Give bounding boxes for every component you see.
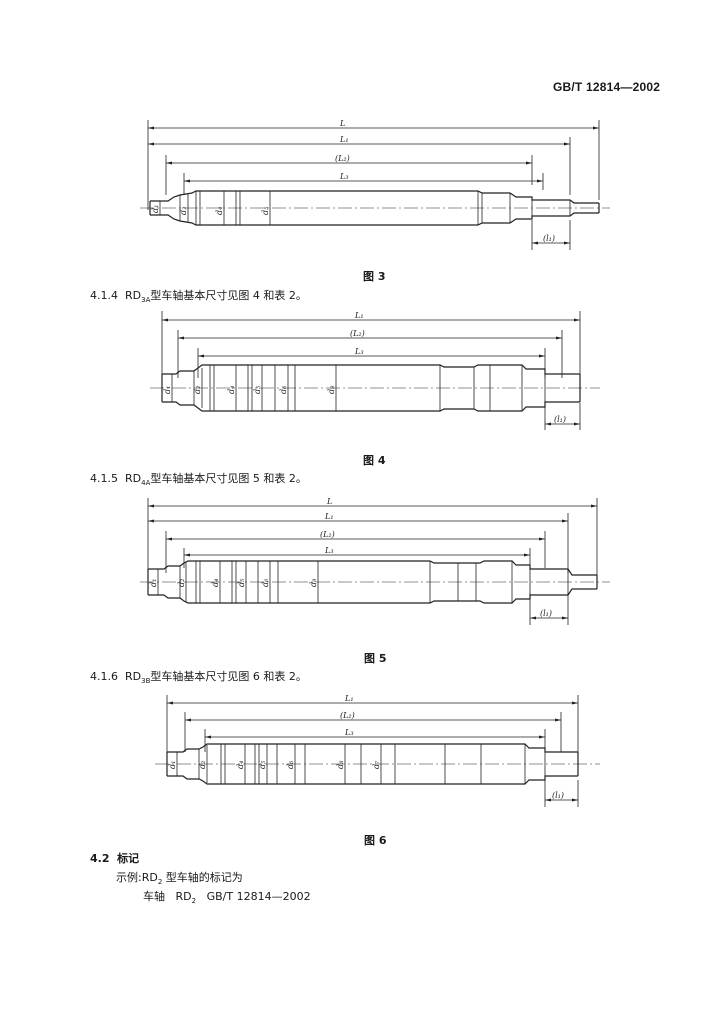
marking-example: 示例:RD2 型车轴的标记为: [116, 869, 243, 886]
fig4-d5: d₅: [253, 385, 262, 394]
section-number: 4.1.5: [90, 472, 118, 485]
fig3-dim-L: L: [339, 119, 345, 128]
figure-5-caption: 图 5: [364, 652, 387, 665]
fig6-dim-L1: L₁: [344, 694, 354, 703]
fig6-d6: d₆: [286, 760, 295, 769]
axle-type: RD: [125, 670, 142, 683]
figure-3-drawing: L L₁ (L₂) L₃ (l₁) d₁ d₃ d₄ d₅: [140, 119, 610, 250]
section-number: 4.1.6: [90, 670, 118, 683]
axle-type: RD: [125, 289, 142, 302]
fig6-d5: d₅: [258, 760, 267, 769]
fig4-d8: d₈: [327, 385, 336, 394]
section-text: 型车轴基本尺寸见图 6 和表 2。: [150, 670, 307, 683]
fig4-dim-L2: (L₂): [350, 329, 365, 338]
mark-sub: 2: [191, 897, 197, 906]
fig6-dim-L2: (L₂): [340, 711, 355, 720]
fig5-dim-L3: L₃: [324, 546, 334, 555]
fig5-d6: d₆: [261, 578, 270, 587]
figure-6-caption: 图 6: [364, 834, 387, 847]
fig6-d8: d₈: [336, 760, 345, 769]
fig5-d4: d₄: [211, 579, 220, 587]
fig6-dim-l1: (l₁): [552, 791, 564, 800]
standard-number: GB/T 12814—2002: [553, 80, 661, 94]
fig5-d5: d₅: [237, 578, 246, 587]
fig3-dim-L1: L₁: [339, 135, 349, 144]
fig5-dim-L: L: [326, 497, 332, 506]
fig5-d8: d₈: [309, 578, 318, 587]
figure-4-caption: 图 4: [363, 454, 386, 467]
section-4-1-4: 4.1.4 RD3A型车轴基本尺寸见图 4 和表 2。: [90, 287, 307, 304]
fig3-dim-l1: (l₁): [543, 234, 555, 243]
fig3-d3: d₃: [179, 207, 188, 215]
fig5-d1: d₁: [149, 579, 158, 587]
fig4-d1: d₁: [163, 386, 172, 394]
fig3-d5: d₅: [261, 206, 270, 215]
fig5-dim-L1: L₁: [324, 512, 334, 521]
axle-type-sub: 3A: [141, 296, 151, 305]
figure-3-caption: 图 3: [363, 270, 386, 283]
section-4-2-heading: 4.2 标记: [90, 850, 139, 866]
fig6-dim-L3: L₃: [344, 728, 354, 737]
axle-type: RD: [125, 472, 142, 485]
fig6-d7: d₇: [372, 760, 381, 769]
fig6-d4: d₄: [236, 761, 245, 769]
section-number: 4.1.4: [90, 289, 118, 302]
fig4-dim-L1: L₁: [354, 311, 364, 320]
section-number: 4.2: [90, 852, 110, 865]
figure-4-drawing: L₁ (L₂) L₃ (l₁) d₁ d₂ d₄ d₅ d₆ d₈: [150, 311, 600, 430]
axle-type-sub: 3B: [141, 677, 151, 686]
figure-5-drawing: L L₁ (L₂) L₃ (l₁) d₁ d₂ d₄ d₅ d₆ d₈: [140, 497, 610, 625]
figure-6-drawing: L₁ (L₂) L₃ (l₁) d₁ d₂ d₄ d₅ d₆ d₈ d₇: [155, 694, 600, 807]
fig4-dim-L3: L₃: [354, 347, 364, 356]
mark-name: 车轴: [143, 890, 165, 903]
section-4-1-5: 4.1.5 RD4A型车轴基本尺寸见图 5 和表 2。: [90, 470, 307, 487]
fig5-dim-L2: (L₂): [320, 530, 335, 539]
fig3-d1: d₁: [151, 205, 160, 213]
section-title: 标记: [117, 852, 140, 865]
example-suffix: 型车轴的标记为: [162, 871, 243, 884]
fig4-d4: d₄: [227, 386, 236, 394]
fig4-dim-l1: (l₁): [554, 415, 566, 424]
fig3-d4: d₄: [215, 207, 224, 215]
section-text: 型车轴基本尺寸见图 4 和表 2。: [150, 289, 307, 302]
fig6-d2: d₂: [198, 761, 207, 769]
fig3-dim-L2: (L₂): [335, 154, 350, 163]
example-prefix: 示例:RD: [116, 871, 158, 884]
mark-type: RD: [175, 890, 192, 903]
fig4-d2: d₂: [193, 386, 202, 394]
fig5-d2: d₂: [177, 579, 186, 587]
mark-standard: GB/T 12814—2002: [206, 890, 311, 903]
example-sub: 2: [157, 878, 163, 887]
section-text: 型车轴基本尺寸见图 5 和表 2。: [150, 472, 307, 485]
fig3-dim-L3: L₃: [339, 172, 349, 181]
fig6-d1: d₁: [168, 761, 177, 769]
fig4-d6: d₆: [279, 385, 288, 394]
axle-type-sub: 4A: [141, 479, 151, 488]
section-4-1-6: 4.1.6 RD3B型车轴基本尺寸见图 6 和表 2。: [90, 668, 307, 685]
fig5-dim-l1: (l₁): [540, 609, 552, 618]
marking-designation: 车轴 RD2 GB/T 12814—2002: [143, 888, 311, 905]
